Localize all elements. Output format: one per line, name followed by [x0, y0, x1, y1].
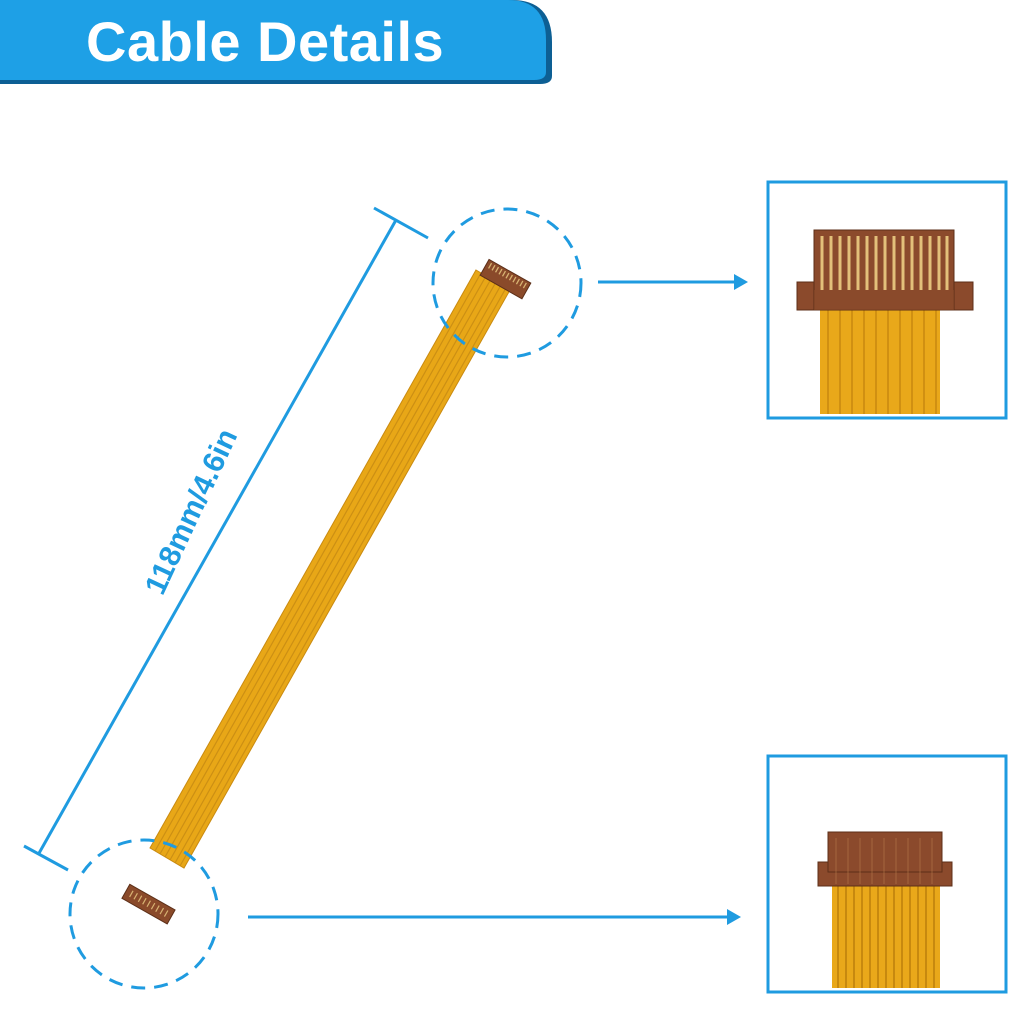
top-connector-highlight-circle [431, 207, 583, 359]
bottom-connector-highlight-circle [68, 838, 220, 990]
ribbon-cable [121, 258, 532, 925]
banner-shape [0, 0, 552, 84]
bottom-arrow-icon [248, 909, 741, 925]
page-title: Cable Details [86, 10, 445, 73]
top-connector-zoom-box [766, 180, 1008, 420]
cable-top-connector [479, 258, 532, 300]
title-banner: Cable Details [0, 0, 552, 84]
top-arrow-icon [598, 274, 748, 290]
cable-bottom-connector [121, 883, 176, 925]
dimension-line [23, 206, 429, 872]
bottom-connector-zoom-box [766, 754, 1008, 994]
